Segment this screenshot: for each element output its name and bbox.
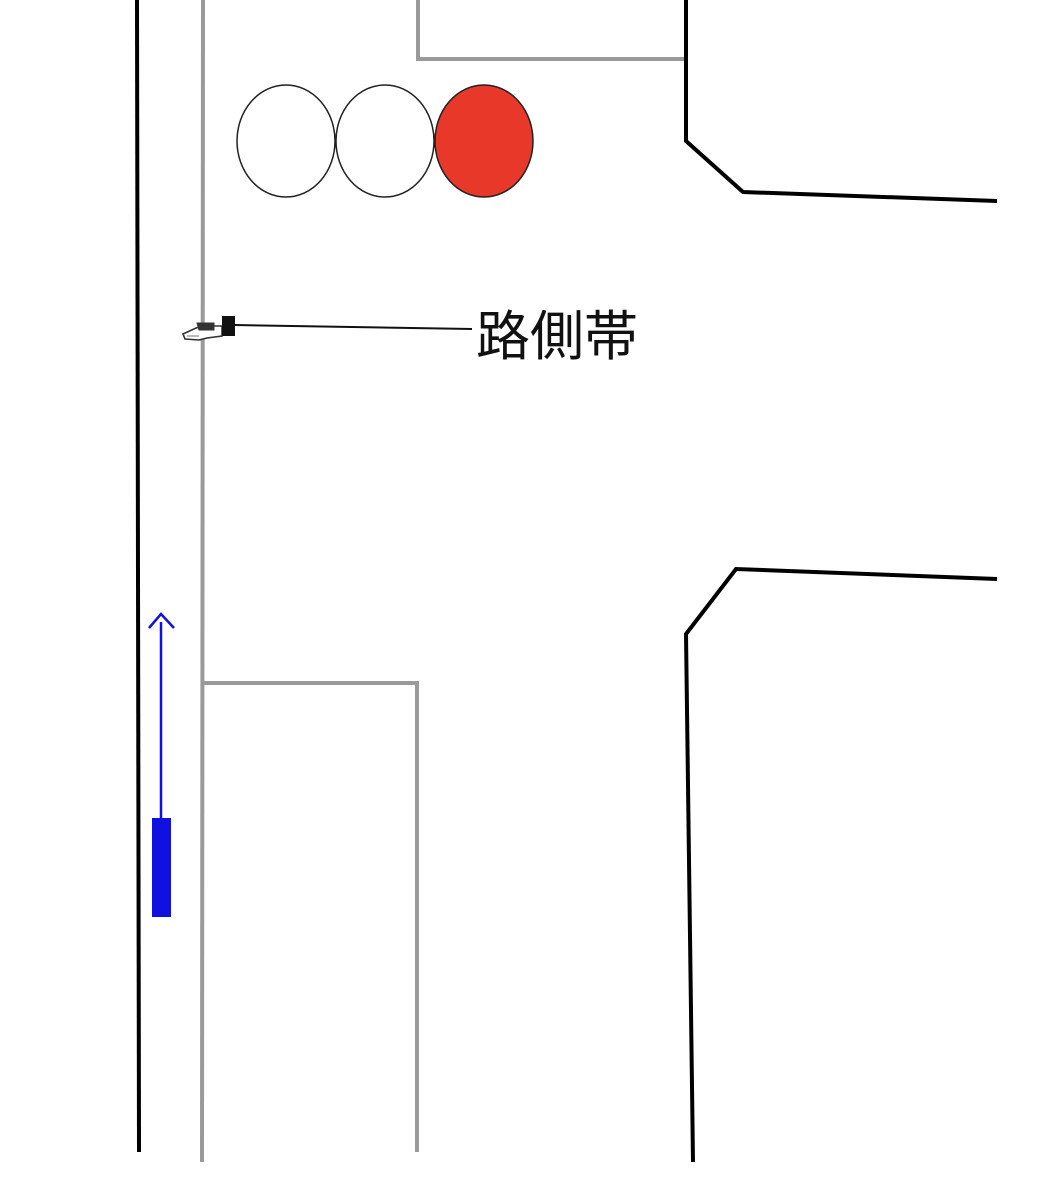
pointing-hand-icon xyxy=(181,316,235,341)
bottom-block-outline xyxy=(203,681,419,1152)
signal-lamp-left xyxy=(236,84,336,198)
vehicle-with-arrow xyxy=(148,612,175,917)
upper-right-road-edge xyxy=(684,0,998,203)
label-leader-line xyxy=(234,324,473,330)
lower-right-road-edge xyxy=(683,566,998,1163)
top-block-outline xyxy=(416,0,686,61)
roadside-strip-line xyxy=(200,0,205,1163)
signal-lamp-middle xyxy=(335,84,435,198)
roadside-strip-label: 路側帯 xyxy=(476,305,638,368)
traffic-signal xyxy=(236,84,534,198)
signal-lamp-right-red xyxy=(434,84,534,198)
vehicle-marker xyxy=(152,818,171,917)
left-road-edge xyxy=(135,0,141,1153)
arrow-head-icon xyxy=(148,612,175,629)
